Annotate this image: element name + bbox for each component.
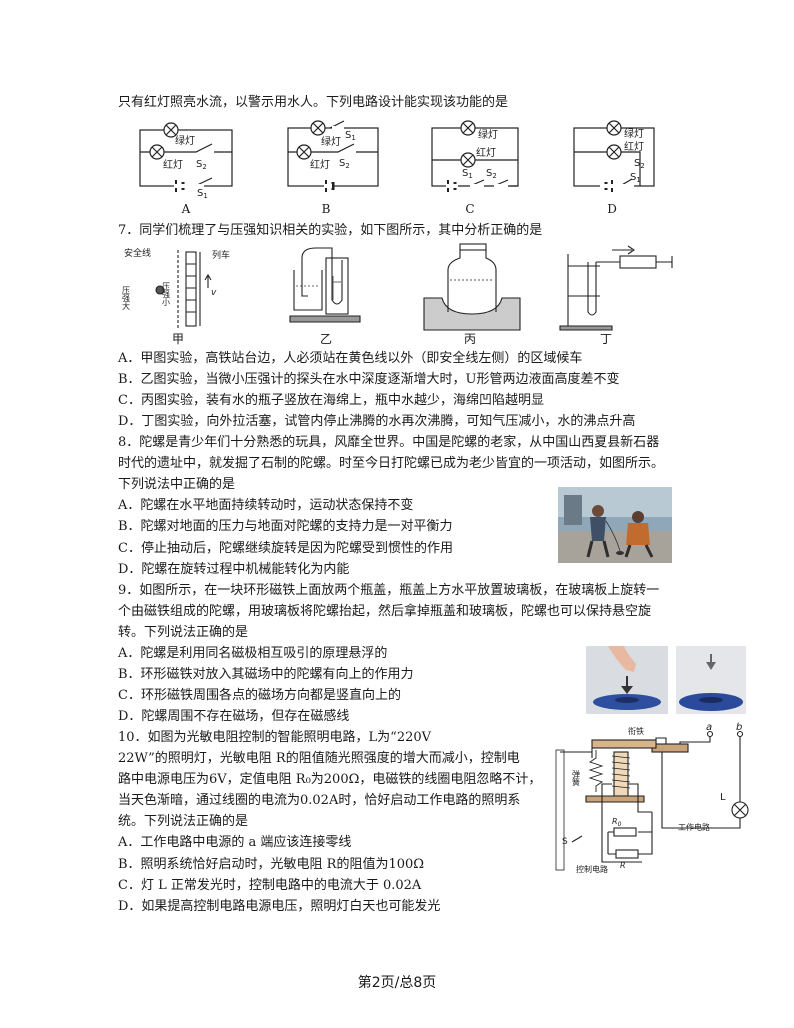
- fig-yi-pressure-gauge: [289, 247, 361, 323]
- q9-choice-d: D．陀螺周围不存在磁场，但存在磁感线: [118, 709, 350, 724]
- svg-text:红灯: 红灯: [624, 140, 644, 153]
- q8-choice-c: C．停止抽动后，陀螺继续旋转是因为陀螺受到惯性的作用: [118, 541, 453, 556]
- svg-text:压强大: 压强大: [122, 286, 131, 311]
- q6-option-b: B: [321, 202, 331, 216]
- q10-stem-line-3: 路中电源电压为6V，定值电阻 R₀为200Ω，电磁铁的线圈电阻忽略不计，: [118, 772, 542, 787]
- q8-stem-line-3: 下列说法中正确的是: [118, 477, 236, 492]
- q9-stem-line-2: 个由磁铁组成的陀螺，用玻璃板将陀螺抬起，然后拿掉瓶盖和玻璃板，陀螺也可以保持悬空…: [118, 604, 652, 619]
- svg-text:S1: S1: [462, 168, 473, 180]
- q8-choice-b: B．陀螺对地面的压力与地面对陀螺的支持力是一对平衡力: [118, 519, 453, 534]
- svg-text:L: L: [720, 792, 726, 803]
- q10-choice-b: B．照明系统恰好启动时，光敏电阻 R的阻值为100Ω: [118, 857, 425, 872]
- svg-text:R: R: [620, 861, 626, 870]
- page-number: 第2页/总8页: [357, 975, 437, 991]
- q7-choice-a: A．甲图实验，高铁站台边，人必须站在黄色线以外（即安全线左侧）的区域候车: [118, 351, 583, 366]
- q8-choice-d: D．陀螺在旋转过程中机械能转化为内能: [118, 562, 350, 577]
- svg-text:S: S: [562, 837, 568, 847]
- svg-text:控制电路: 控制电路: [576, 864, 608, 874]
- circuit-d: 绿灯 红灯 S2 S1: [573, 120, 655, 192]
- q9-choice-b: B．环形磁铁对放入其磁场中的陀螺有向上的作用力: [118, 667, 414, 682]
- q6-circuit-figures: 绿灯 红灯 S2 S1 S1 绿灯 红灯 S2 绿灯 红灯 S1 S2: [139, 120, 655, 200]
- q7-caption-jia: 甲: [171, 332, 184, 346]
- q8-stem-line-1: 8．陀螺是青少年们十分熟悉的玩具，风靡全世界。中国是陀螺的老家，从中国山西夏县新…: [118, 435, 660, 450]
- svg-text:衔铁: 衔铁: [628, 726, 644, 736]
- q7-caption-yi: 乙: [319, 332, 332, 346]
- svg-text:S2: S2: [486, 168, 497, 180]
- svg-text:S1: S1: [197, 188, 208, 200]
- svg-text:红灯: 红灯: [163, 158, 183, 171]
- q7-stem: 7．同学们梳理了与压强知识相关的实验，如下图所示，其中分析正确的是: [118, 223, 543, 238]
- svg-text:v: v: [211, 288, 217, 298]
- svg-text:R0: R0: [612, 817, 622, 828]
- svg-text:绿灯: 绿灯: [478, 128, 498, 141]
- q8-stem-line-2: 时代的遗址中，就发掘了石制的陀螺。时至今日打陀螺已成为老少皆宜的一项活动，如图所…: [118, 456, 665, 471]
- svg-text:弹簧: 弹簧: [572, 769, 581, 787]
- q9-choice-a: A．陀螺是利用同名磁极相互吸引的原理悬浮的: [118, 646, 388, 661]
- control-circuit: S R0 R 控制电路: [562, 783, 653, 874]
- q7-figures: 安全线 列车 压强大 压强小 v: [122, 243, 673, 331]
- svg-text:列车: 列车: [212, 249, 230, 261]
- q10-stem-line-1: 10．如图为光敏电阻控制的智能照明电路，L为“220V: [118, 730, 432, 745]
- q8-choice-a: A．陀螺在水平地面持续转动时，运动状态保持不变: [118, 498, 414, 513]
- svg-text:红灯: 红灯: [476, 146, 496, 159]
- q7-choice-b: B．乙图实验，当微小压强计的探头在水中深度逐渐增大时，U形管两边液面高度差不变: [118, 372, 620, 387]
- q10-relay-circuit-figure: a b L 工作电路 衔铁 弹簧 S R0 R 控制电路: [555, 722, 749, 874]
- svg-text:S2: S2: [634, 158, 645, 170]
- svg-text:绿灯: 绿灯: [624, 127, 644, 140]
- svg-text:压强小: 压强小: [162, 282, 171, 307]
- fig-bing-bottle-sponge: [423, 243, 521, 331]
- circuit-b: S1 绿灯 红灯 S2: [287, 120, 379, 192]
- q6-option-d: D: [607, 202, 617, 216]
- q10-stem-line-4: 当天色渐暗，通过线圈的电流为0.02A时，恰好启动工作电路的照明系: [118, 793, 521, 808]
- q6-option-c: C: [465, 202, 475, 216]
- relay: 衔铁 弹簧: [555, 726, 657, 871]
- svg-text:b: b: [736, 722, 742, 733]
- q9-stem-line-1: 9．如图所示，在一块环形磁铁上面放两个瓶盖，瓶盖上方水平放置玻璃板，在玻璃板上旋…: [118, 583, 660, 598]
- q6-stem-tail: 只有红灯照亮水流，以警示用水人。下列电路设计能实现该功能的是: [118, 95, 509, 110]
- fig-ding-syringe: [559, 245, 673, 331]
- svg-text:S2: S2: [339, 158, 350, 170]
- svg-text:S1: S1: [630, 172, 641, 184]
- q10-stem-line-2: 22W”的照明灯，光敏电阻 R的阻值随光照强度的增大而减小，控制电: [118, 751, 520, 766]
- svg-text:a: a: [706, 722, 712, 733]
- work-circuit: a b L 工作电路: [651, 722, 749, 832]
- q10-choice-a: A．工作电路中电源的 a 端应该连接零线: [118, 835, 352, 850]
- q6-option-a: A: [181, 202, 191, 216]
- svg-text:绿灯: 绿灯: [175, 134, 195, 147]
- q7-caption-bing: 丙: [463, 332, 476, 346]
- q9-choice-c: C．环形磁铁周围各点的磁场方向都是竖直向上的: [118, 688, 401, 703]
- q10-stem-line-5: 统。下列说法正确的是: [118, 814, 249, 829]
- q7-choice-c: C．丙图实验，装有水的瓶子竖放在海绵上，瓶中水越少，海绵凹陷越明显: [118, 393, 544, 408]
- circuit-a: 绿灯 红灯 S2 S1: [139, 122, 233, 200]
- svg-text:安全线: 安全线: [124, 247, 151, 259]
- q9-levitating-top-photo-2: [676, 646, 746, 714]
- q9-stem-line-3: 转。下列说法正确的是: [118, 625, 249, 640]
- svg-text:红灯: 红灯: [310, 158, 330, 171]
- q8-spinning-top-photo: [558, 487, 672, 563]
- svg-text:工作电路: 工作电路: [678, 822, 710, 832]
- circuit-c: 绿灯 红灯 S1 S2: [431, 120, 519, 192]
- q7-choice-d: D．丁图实验，向外拉活塞，试管内停止沸腾的水再次沸腾，可知气压减小，水的沸点升高: [118, 414, 636, 429]
- q9-levitating-top-photo-1: [586, 646, 668, 714]
- svg-text:S1: S1: [345, 130, 356, 142]
- q10-choice-c: C．灯 L 正常发光时，控制电路中的电流大于 0.02A: [118, 878, 422, 893]
- q10-choice-d: D．如果提高控制电路电源电压，照明灯白天也可能发光: [118, 899, 441, 914]
- svg-text:S2: S2: [196, 159, 207, 171]
- q7-caption-ding: 丁: [599, 332, 612, 346]
- svg-text:绿灯: 绿灯: [321, 135, 341, 148]
- fig-jia-platform-train: 安全线 列车 压强大 压强小 v: [122, 247, 230, 330]
